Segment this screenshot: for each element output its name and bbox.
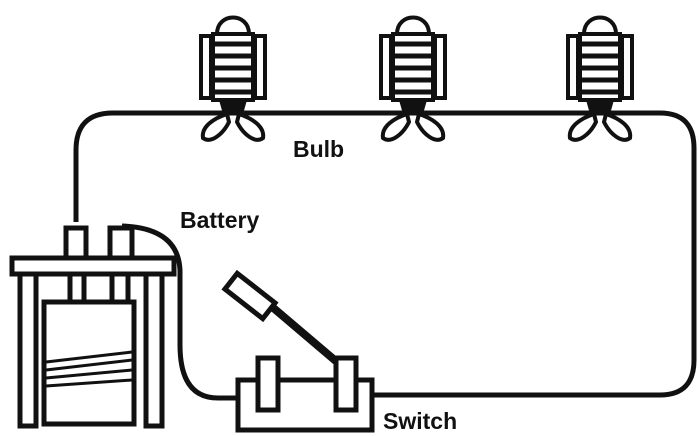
battery-label: Battery	[180, 207, 260, 233]
switch-label: Switch	[383, 408, 458, 434]
bulb-icon	[381, 18, 445, 140]
knife-switch-icon	[221, 269, 375, 433]
bulb-icon	[568, 18, 632, 140]
battery-icon	[9, 225, 177, 429]
bulb-label: Bulb	[293, 136, 345, 162]
circuit-wire	[73, 110, 697, 401]
bulb-icon	[201, 18, 265, 140]
